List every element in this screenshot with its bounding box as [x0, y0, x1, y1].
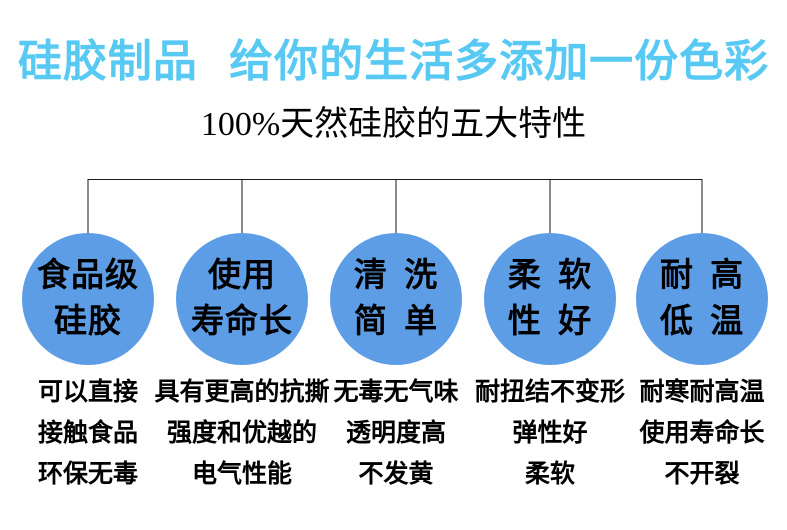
feature-description: 具有更高的抗撕 强度和优越的 电气性能	[154, 372, 329, 495]
description-line: 耐扭结不变形	[474, 379, 626, 406]
feature-description: 可以直接 接触食品 环保无毒	[38, 372, 138, 495]
circle-label-line2: 低 温	[659, 303, 745, 340]
feature-circle-temperature-resistant: 耐 高 低 温	[636, 233, 768, 365]
description-line: 环保无毒	[37, 461, 139, 488]
circle-label-line2: 硅胶	[54, 303, 122, 340]
circle-label-line2: 寿命长	[191, 303, 293, 340]
connector-vertical-line	[701, 179, 703, 234]
description-line: 使用寿命长	[639, 420, 765, 447]
connector-vertical-line	[549, 179, 551, 234]
description-line: 可以直接	[37, 379, 139, 406]
page-title: 硅胶制品 给你的生活多添加一份色彩	[17, 37, 770, 86]
description-line: 电气性能	[191, 461, 293, 488]
description-line: 具有更高的抗撕	[154, 379, 330, 406]
description-line: 强度和优越的	[166, 420, 318, 447]
connector-vertical-line	[87, 179, 89, 234]
description-line: 弹性好	[512, 420, 588, 447]
feature-description: 耐寒耐高温 使用寿命长 不开裂	[639, 372, 764, 495]
feature-circle-food-grade: 食品级 硅胶	[22, 233, 154, 365]
feature-description: 耐扭结不变形 弹性好 柔软	[475, 372, 625, 495]
feature-circle-long-life: 使用 寿命长	[176, 233, 308, 365]
circle-label-line1: 柔 软	[507, 257, 593, 294]
connector-vertical-line	[241, 179, 243, 234]
connector-horizontal-line	[88, 179, 702, 180]
circle-label-line1: 使用	[208, 257, 276, 294]
description-line: 接触食品	[37, 420, 139, 447]
circle-label-line1: 清 洗	[353, 257, 439, 294]
connector-vertical-line	[395, 179, 397, 234]
description-line: 不开裂	[664, 461, 740, 488]
description-line: 不发黄	[358, 461, 434, 488]
circle-label-line1: 耐 高	[659, 257, 745, 294]
feature-description: 无毒无气味 透明度高 不发黄	[333, 372, 458, 495]
circle-label-line2: 简 单	[353, 303, 439, 340]
description-line: 柔软	[524, 461, 576, 488]
circle-label-line2: 性 好	[507, 303, 593, 340]
description-line: 透明度高	[345, 420, 447, 447]
subtitle: 100%天然硅胶的五大特性	[200, 106, 587, 143]
description-line: 耐寒耐高温	[639, 379, 765, 406]
circle-label-line1: 食品级	[37, 257, 139, 294]
feature-circle-easy-clean: 清 洗 简 单	[330, 233, 462, 365]
description-line: 无毒无气味	[333, 379, 459, 406]
feature-circle-softness: 柔 软 性 好	[484, 233, 616, 365]
